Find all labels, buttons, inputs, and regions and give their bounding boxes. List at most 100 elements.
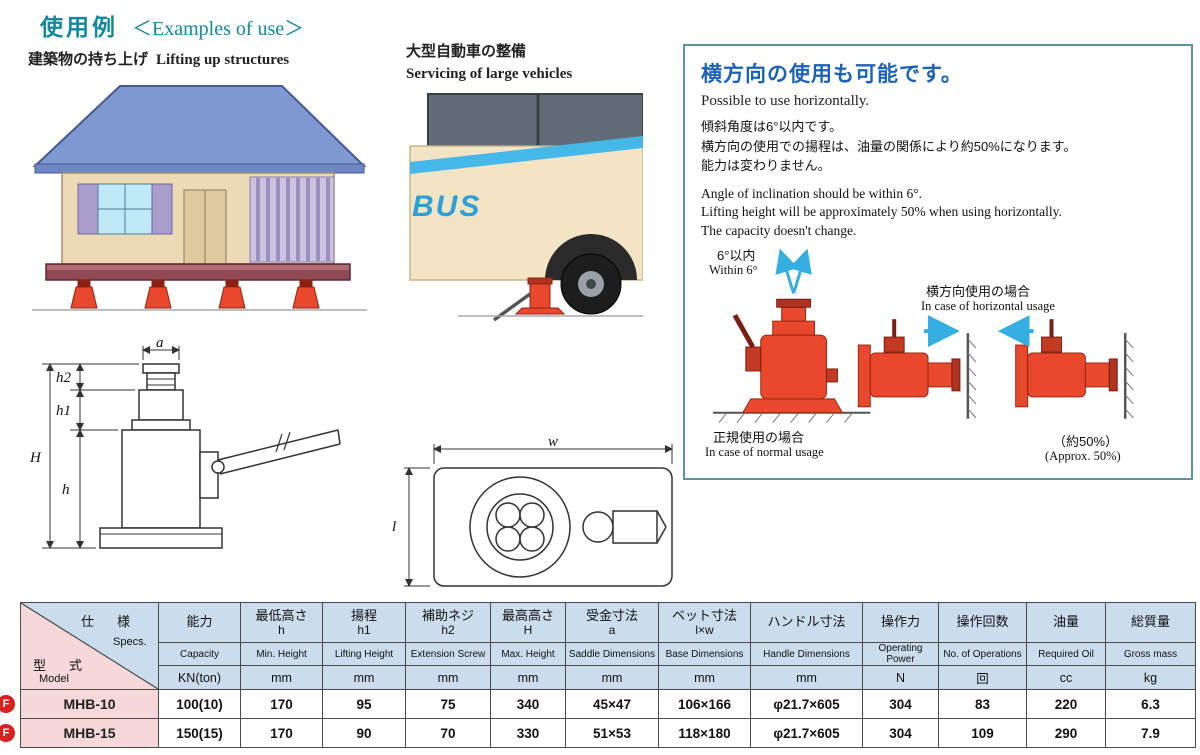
normal-usage-label-jp: 正規使用の場合 [713, 430, 805, 446]
spec-header-en: Specs. [113, 636, 147, 648]
spec-cell: 106×166 [658, 689, 751, 719]
col-header-sub: h [278, 623, 285, 638]
dim-label-w: w [548, 436, 558, 450]
col-header-jp: 補助ネジ [421, 607, 474, 623]
horizontal-jack-2 [997, 315, 1134, 419]
col-header-en: Lifting Height [322, 642, 406, 666]
horizontal-box-title: 横方向の使用も可能です。 [701, 63, 963, 86]
spec-cell: 83 [938, 689, 1027, 719]
jack-usage-drawing [712, 248, 1134, 424]
col-header-jp: 受金寸法 [585, 607, 638, 623]
example-servicing-title-jp: 大型自動車の整備 [406, 43, 527, 60]
col-header-en: Extension Screw [405, 642, 491, 666]
within-6deg-label-en: Within 6° [709, 263, 758, 278]
col-header-unit: mm [565, 665, 659, 690]
dim-label-l: l [392, 519, 396, 535]
spec-cell: 75 [405, 689, 491, 719]
col-header-en: Operating Power [862, 642, 939, 666]
example-lifting-title-jp: 建築物の持ち上げ [28, 51, 149, 68]
example-lifting-title: 建築物の持ち上げ Lifting up structures [28, 48, 289, 69]
spec-cell: 220 [1026, 689, 1106, 719]
horizontal-box-jp-text: 傾斜角度は6°以内です。 横方向の使用での揚程は、油量の関係により約50%になり… [701, 117, 1175, 176]
col-header-unit: mm [322, 665, 406, 690]
col-header-jp: ベット寸法 [671, 607, 737, 623]
jack-front-view-diagram: a h2 h1 H h [29, 335, 341, 549]
spec-cell: 45×47 [565, 689, 659, 719]
dim-label-h: h [62, 482, 70, 498]
col-header: 能力 [158, 602, 241, 643]
house-illustration [32, 85, 367, 311]
col-header: 総質量 [1105, 602, 1196, 643]
col-header-jp: 最高高さ [501, 607, 554, 623]
col-header-en: No. of Operations [938, 642, 1027, 666]
normal-usage-label-en: In case of normal usage [705, 445, 824, 460]
spec-cell: 304 [862, 689, 939, 719]
spec-cell: 95 [322, 689, 406, 719]
example-servicing-title-en: Servicing of large vehicles [406, 66, 573, 82]
approx-50-label-en: (Approx. 50%) [1045, 449, 1121, 464]
spec-cell: 51×53 [565, 718, 659, 748]
col-header-en: Capacity [158, 642, 241, 666]
col-header-unit: KN(ton) [158, 665, 241, 690]
col-header-jp: ハンドル寸法 [767, 614, 846, 630]
bus-jack [492, 277, 566, 322]
horizontal-usage-label-en: In case of horizontal usage [921, 299, 1055, 314]
col-header-sub: h2 [441, 623, 455, 638]
spec-cell: 100(10) [158, 689, 241, 719]
dim-label-h2: h2 [56, 370, 72, 386]
col-header-jp: 最低高さ [255, 607, 308, 623]
table-row-mhb-15: MHB-15 150(15) 170 90 70 330 51×53 118×1… [20, 718, 1196, 748]
col-header-unit: kg [1105, 665, 1196, 690]
spec-cell: 290 [1026, 718, 1106, 748]
horizontal-box-en-text: Angle of inclination should be within 6°… [701, 185, 1175, 242]
col-header-sub: l×w [695, 623, 714, 638]
col-header-jp: 油量 [1052, 614, 1079, 630]
col-header-en: Base Dimensions [658, 642, 751, 666]
model-cell: MHB-10 [20, 689, 159, 719]
horizontal-usage-box: 横方向の使用も可能です。 Possible to use horizontall… [683, 44, 1193, 480]
col-header-jp: 操作回数 [956, 614, 1009, 630]
jp-line: 能力は変わりません。 [701, 158, 831, 173]
model-cell: MHB-15 [20, 718, 159, 748]
col-header-jp: 総質量 [1130, 614, 1170, 630]
col-header-en: Min. Height [240, 642, 323, 666]
jp-line: 傾斜角度は6°以内です。 [701, 119, 843, 134]
spec-cell: 304 [862, 718, 939, 748]
spec-cell: 109 [938, 718, 1027, 748]
approx-50-label-jp: （約50%） [1053, 434, 1119, 450]
col-header-unit: mm [240, 665, 323, 690]
horizontal-usage-label-jp: 横方向使用の場合 [926, 284, 1031, 300]
jp-line: 横方向の使用での揚程は、油量の関係により約50%になります。 [701, 138, 1077, 154]
model-header-en: Model [39, 673, 69, 685]
horizontal-box-subtitle: Possible to use horizontally. [701, 93, 870, 109]
dim-label-H: H [29, 450, 42, 466]
dim-label-h1: h1 [56, 403, 71, 419]
spec-cell: 6.3 [1105, 689, 1196, 719]
col-header-unit: mm [658, 665, 751, 690]
col-header-en: Saddle Dimensions [565, 642, 659, 666]
col-header-en: Required Oil [1026, 642, 1106, 666]
spec-header-jp: 仕 様 [81, 614, 136, 629]
col-header-unit: mm [490, 665, 566, 690]
spec-cell: 7.9 [1105, 718, 1196, 748]
col-header-en: Gross mass [1105, 642, 1196, 666]
col-header-jp: 能力 [186, 614, 213, 630]
col-header: 油量 [1026, 602, 1106, 643]
col-header-jp: 操作力 [880, 614, 920, 630]
en-line: Angle of inclination should be within 6°… [701, 185, 922, 201]
tilt-arrows [775, 248, 812, 294]
spec-cell: 170 [240, 718, 323, 748]
example-lifting-title-en: Lifting up structures [156, 52, 290, 68]
model-header-jp: 型 式 [33, 658, 88, 673]
table-row-mhb-10: MHB-10 100(10) 170 95 75 340 45×47 106×1… [20, 689, 1196, 719]
spec-cell: φ21.7×605 [750, 718, 863, 748]
spec-cell: 118×180 [658, 718, 751, 748]
col-header-sub: H [523, 623, 533, 638]
